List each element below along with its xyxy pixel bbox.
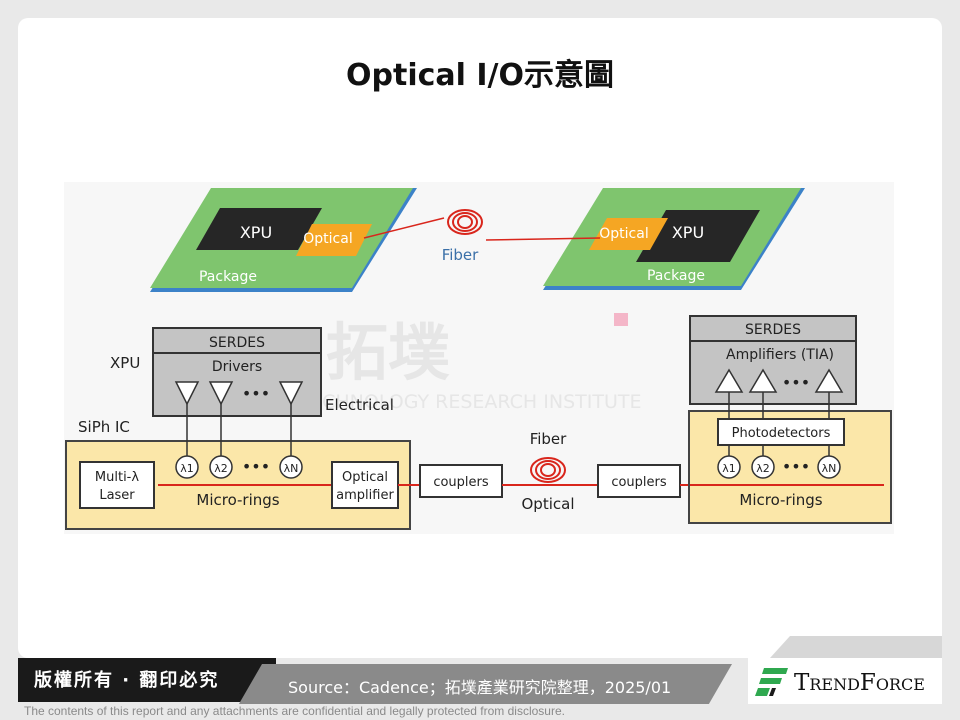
logo-bar-top (762, 668, 788, 674)
right-ring-label-2: λ2 (756, 462, 770, 475)
left-driver-icon-1 (174, 381, 200, 406)
left-system: XPU SERDES Drivers ••• Electrical SiPh I… (65, 327, 411, 530)
tia-amp-dots: ••• (782, 373, 810, 392)
top-fiber-right-line (485, 237, 601, 241)
left-couplers-block (419, 464, 503, 498)
optical-amplifier-line2: amplifier (336, 488, 394, 503)
watermark-en: TECHNOLOGY RESEARCH INSTITUTE (298, 391, 642, 413)
photodetectors-block (717, 418, 845, 446)
link-fiber-coil-mid (535, 460, 561, 480)
right-ring-label-1: λ1 (722, 462, 736, 475)
optical-link: couplers Fiber Optical couplers (398, 430, 690, 513)
right-ring-dots: ••• (782, 457, 810, 476)
right-ring-1 (717, 455, 741, 479)
top-fiber-coil-inner (457, 215, 473, 229)
pink-marker (614, 313, 628, 326)
siph-ic-label: SiPh IC (78, 418, 130, 436)
top-fiber-coil-outer (447, 209, 483, 235)
left-driver-icon-2 (208, 381, 234, 406)
left-ring-2 (209, 455, 233, 479)
right-package-label: Package (647, 268, 705, 284)
link-fiber-label: Fiber (530, 430, 567, 448)
logo-bar-mid (759, 678, 782, 684)
left-optical-engine (296, 224, 372, 256)
footer-copyright-text: 版權所有 · 翻印必究 (34, 670, 220, 691)
left-xpu-label: XPU (240, 223, 272, 242)
right-micro-rings-label: Micro-rings (739, 491, 822, 509)
left-xpu-chip (196, 208, 322, 250)
footer-decor-stripe (770, 636, 942, 658)
photodetectors-label: Photodetectors (732, 426, 831, 441)
left-ring-label-n: λN (284, 462, 299, 475)
right-optical-engine (589, 218, 668, 250)
electrical-label: Electrical (325, 396, 394, 414)
right-couplers-block (597, 464, 681, 498)
optical-amplifier-line1: Optical (342, 470, 388, 485)
amplifiers-tia-label: Amplifiers (TIA) (726, 347, 834, 363)
left-driver-dots: ••• (242, 384, 270, 403)
right-system: SERDES Amplifiers (TIA) ••• Photodetecto… (688, 315, 892, 524)
left-ring-1 (175, 455, 199, 479)
footer-disclaimer: The contents of this report and any atta… (24, 704, 565, 718)
link-optical-label: Optical (522, 495, 575, 513)
footer-copyright-bar (18, 658, 276, 702)
right-ring-label-n: λN (822, 462, 837, 475)
link-fiber-coil-outer (530, 457, 566, 483)
left-ring-label-1: λ1 (180, 462, 194, 475)
watermark-cn: 拓墣 (326, 316, 450, 389)
trendforce-logo (748, 658, 942, 704)
left-xpu-section-label: XPU (110, 354, 140, 372)
right-ring-2 (751, 455, 775, 479)
top-fiber-left-line (363, 217, 445, 239)
left-optical-label: Optical (303, 231, 352, 247)
trendforce-logo-icon (755, 668, 788, 696)
right-serdes-label: SERDES (745, 322, 801, 338)
right-xpu-label: XPU (672, 223, 704, 242)
optical-amplifier-block (331, 461, 399, 509)
left-ring-n (279, 455, 303, 479)
multi-laser-line1: Multi-λ (95, 470, 139, 485)
left-package-group: XPU Optical Package (150, 188, 417, 292)
page-title: Optical I/O示意圖 (346, 58, 614, 93)
trendforce-logo-text: TrendForce (794, 670, 925, 696)
logo-bar-dark (769, 688, 776, 696)
left-drivers-label: Drivers (212, 359, 262, 375)
link-fiber-coil-inner (540, 463, 556, 477)
right-optical-label: Optical (599, 226, 648, 242)
left-micro-rings-label: Micro-rings (196, 491, 279, 509)
top-fiber-coil-mid (452, 212, 478, 232)
multi-laser-line2: Laser (99, 488, 135, 503)
right-ring-n (817, 455, 841, 479)
left-ring-dots: ••• (242, 457, 270, 476)
left-couplers-label: couplers (433, 475, 489, 490)
right-xpu-chip (636, 210, 760, 262)
right-couplers-label: couplers (611, 475, 667, 490)
left-ring-label-2: λ2 (214, 462, 228, 475)
top-fiber: Fiber (363, 209, 601, 264)
left-driver-icon-n (278, 381, 304, 406)
multi-laser-block (79, 461, 155, 509)
right-package-group: Optical XPU Package (543, 188, 805, 290)
logo-bar-low (755, 688, 770, 696)
left-package-label: Package (199, 269, 257, 285)
top-fiber-label: Fiber (442, 246, 479, 264)
left-serdes-label: SERDES (209, 335, 265, 351)
footer-source-text: Source：Cadence；拓墣產業研究院整理，2025/01 (288, 678, 672, 697)
